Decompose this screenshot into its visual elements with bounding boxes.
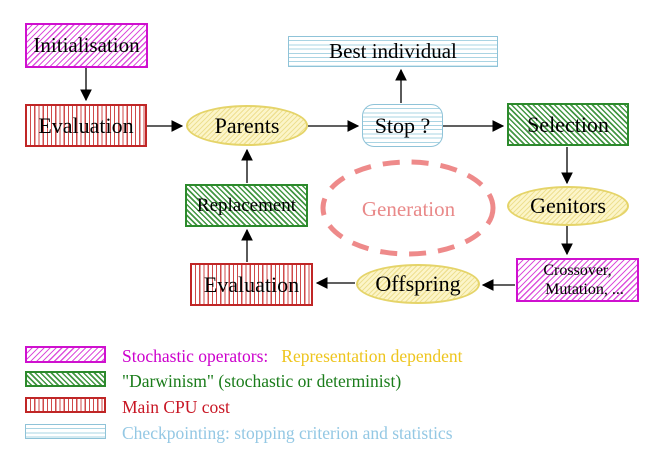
- node-genitors-label: Genitors: [530, 193, 606, 218]
- generation-label-text: Generation: [361, 196, 456, 221]
- node-evaluation-bottom: Evaluation: [190, 263, 313, 306]
- legend-label-main-cpu-cost: Main CPU cost: [122, 397, 230, 418]
- legend-text-stochastic: Stochastic operators:: [122, 346, 269, 366]
- node-best-individual-label: Best individual: [329, 39, 457, 63]
- legend-swatch-stochastic-operators: [25, 346, 106, 363]
- node-evaluation-top: Evaluation: [25, 104, 147, 147]
- generation-label: Generation: [340, 196, 477, 222]
- node-parents-label: Parents: [214, 112, 280, 138]
- node-offspring-label: Offspring: [375, 271, 461, 296]
- node-selection-label: Selection: [527, 111, 609, 137]
- legend-swatch-main-cpu-cost: [25, 397, 106, 413]
- legend-text-main-cpu-cost: Main CPU cost: [122, 397, 230, 417]
- node-crossover-line2: Mutation, ...: [545, 281, 624, 298]
- node-parents: Parents: [186, 105, 308, 146]
- node-replacement: Replacement: [185, 184, 308, 227]
- legend-label-checkpointing: Checkpointing: stopping criterion and st…: [122, 423, 453, 444]
- node-crossover-mutation: Crossover, Mutation, ...: [516, 258, 639, 302]
- node-evaluation-top-label: Evaluation: [38, 112, 134, 138]
- legend-label-darwinism: "Darwinism" (stochastic or determinist): [122, 371, 401, 392]
- node-best-individual: Best individual: [288, 36, 498, 67]
- node-crossover-line1: Crossover,: [543, 262, 612, 279]
- node-evaluation-bottom-label: Evaluation: [203, 271, 300, 297]
- legend-swatch-darwinism: [25, 371, 106, 387]
- node-initialisation-label: Initialisation: [33, 33, 140, 57]
- legend-text-darwinism: "Darwinism" (stochastic or determinist): [122, 371, 402, 391]
- node-selection: Selection: [507, 103, 629, 146]
- legend-swatch-checkpointing: [25, 424, 106, 439]
- node-stop-label: Stop ?: [374, 112, 431, 138]
- node-replacement-label: Replacement: [196, 194, 297, 216]
- node-initialisation: Initialisation: [25, 23, 148, 68]
- legend-label-stochastic-operators: Stochastic operators: Representation depe…: [122, 346, 463, 367]
- generation-dashed-ellipse: [320, 159, 496, 257]
- node-offspring: Offspring: [356, 264, 480, 304]
- node-genitors: Genitors: [507, 186, 629, 226]
- legend-text-checkpointing: Checkpointing: stopping criterion and st…: [122, 423, 453, 443]
- legend-text-representation-dependent: Representation dependent: [281, 346, 463, 366]
- node-stop: Stop ?: [362, 104, 443, 147]
